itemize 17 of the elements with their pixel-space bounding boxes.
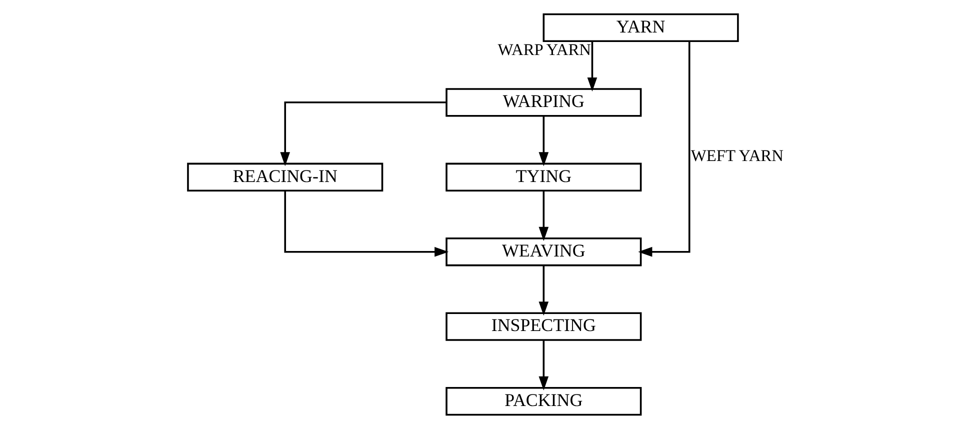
- arrow: [538, 266, 548, 316]
- edge-label: WEFT YARN: [690, 146, 784, 166]
- node-box: TYING: [445, 162, 642, 192]
- node-box: WEAVING: [445, 238, 642, 266]
- arrow: [538, 190, 548, 241]
- arrow: [538, 116, 548, 166]
- node-box: INSPECTING: [445, 312, 642, 341]
- node-box: REACING-IN: [186, 162, 383, 192]
- node-box: YARN: [542, 13, 738, 42]
- edge-label: WARP YARN: [497, 40, 591, 60]
- arrow: [284, 190, 448, 257]
- node-box: WARPING: [445, 88, 642, 117]
- arrow: [638, 42, 690, 257]
- arrow: [538, 340, 548, 390]
- arrow: [280, 102, 446, 166]
- node-box: PACKING: [445, 386, 642, 416]
- arrow: [586, 41, 597, 92]
